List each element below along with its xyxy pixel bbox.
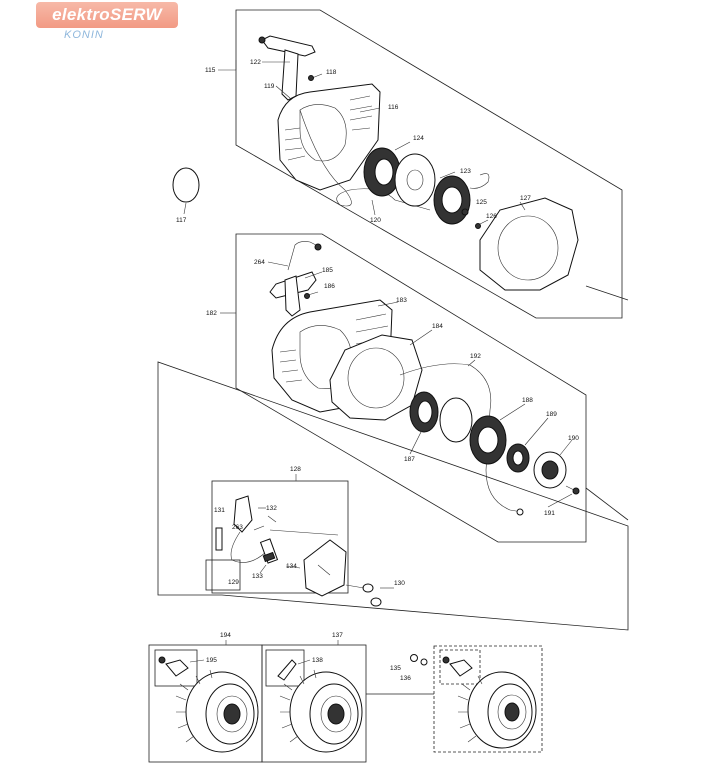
label-192: 192	[470, 353, 481, 360]
ignition-section-frame	[157, 361, 629, 631]
part-132-cap	[233, 495, 253, 533]
label-131: 131	[214, 507, 225, 514]
label-122: 122	[250, 59, 261, 66]
part-189-spring	[506, 443, 530, 473]
label-186: 186	[324, 283, 335, 290]
assembly-115-frame	[235, 9, 623, 319]
label-184: 184	[432, 323, 443, 330]
part-labels: 115 122 119 118 116 124 123 117 120 125 …	[176, 59, 579, 682]
part-132-cable	[230, 531, 269, 563]
frame-connector-2	[585, 487, 629, 521]
part-263-clip	[267, 515, 277, 523]
label-116: 116	[388, 104, 399, 111]
part-125-washer	[461, 208, 469, 216]
label-135: 135	[390, 665, 401, 672]
part-124-spring	[363, 147, 401, 197]
assembly-137-frame	[261, 644, 367, 763]
part-133-spark-plug	[259, 538, 279, 564]
part-186-screw	[307, 291, 319, 296]
label-129: 129	[228, 579, 239, 586]
part-192-rope	[399, 363, 523, 513]
label-124: 124	[413, 135, 424, 142]
part-190-ratchet	[533, 451, 567, 489]
label-138: 138	[312, 657, 323, 664]
part-122-handle	[258, 35, 316, 101]
elektroserw-logo: elektroSERW	[36, 2, 178, 28]
label-263: 263	[232, 524, 243, 531]
part-130-washer-2	[370, 597, 382, 607]
label-118: 118	[326, 69, 337, 76]
label-125: 125	[476, 199, 487, 206]
assembly-115	[218, 9, 623, 319]
part-129-box	[205, 559, 241, 591]
label-136: 136	[400, 675, 411, 682]
option-frame	[433, 645, 543, 753]
label-182: 182	[206, 310, 217, 317]
option-flywheel-body	[457, 671, 537, 749]
label-264: 264	[254, 259, 265, 266]
part-194-flywheel-body	[175, 669, 259, 753]
label-127: 127	[520, 195, 531, 202]
part-135-nut	[410, 654, 418, 662]
logo-text: elektroSERW	[52, 5, 162, 24]
frame-connector	[585, 285, 629, 301]
label-183: 183	[396, 297, 407, 304]
label-137: 137	[332, 632, 343, 639]
part-130-washer	[362, 583, 374, 593]
assembly-182	[220, 233, 587, 543]
label-126: 126	[486, 213, 497, 220]
part-137-flywheel-body	[279, 669, 363, 753]
label-132: 132	[266, 505, 277, 512]
part-138-box	[265, 649, 305, 687]
assembly-194-flywheel	[148, 640, 263, 763]
part-131-wire	[215, 527, 223, 551]
part-136-washer	[420, 658, 428, 666]
part-127-cover	[479, 197, 579, 291]
label-117: 117	[176, 217, 187, 224]
part-116-starter-housing	[277, 83, 381, 191]
label-188: 188	[522, 397, 533, 404]
part-187-spring	[409, 391, 439, 433]
part-184-cover	[329, 334, 423, 421]
part-117-o-ring	[172, 167, 200, 215]
part-123-hook	[469, 173, 490, 189]
assembly-128-ignition	[205, 474, 394, 607]
label-187: 187	[404, 456, 415, 463]
part-188-pulley	[469, 415, 507, 465]
label-185: 185	[322, 267, 333, 274]
assembly-128-frame	[211, 480, 349, 594]
label-128: 128	[290, 466, 301, 473]
label-123: 123	[460, 168, 471, 175]
label-120: 120	[370, 217, 381, 224]
part-185-handle	[269, 241, 322, 317]
part-123-pulley	[394, 153, 471, 225]
assembly-137-flywheel	[261, 640, 367, 763]
assembly-182-frame	[235, 233, 587, 543]
label-115: 115	[205, 67, 216, 74]
label-194: 194	[220, 632, 231, 639]
label-130: 130	[394, 580, 405, 587]
logo-subtitle: KONIN	[64, 29, 104, 41]
label-189: 189	[546, 411, 557, 418]
label-191: 191	[544, 510, 555, 517]
part-195-box	[154, 649, 198, 687]
label-134: 134	[286, 563, 297, 570]
label-195: 195	[206, 657, 217, 664]
part-134-ignition-module	[269, 529, 347, 597]
label-119: 119	[264, 83, 275, 90]
assembly-flywheel-option	[366, 645, 543, 753]
part-191-screw	[565, 485, 575, 491]
label-190: 190	[568, 435, 579, 442]
part-187-plate	[439, 397, 473, 443]
label-133: 133	[252, 573, 263, 580]
